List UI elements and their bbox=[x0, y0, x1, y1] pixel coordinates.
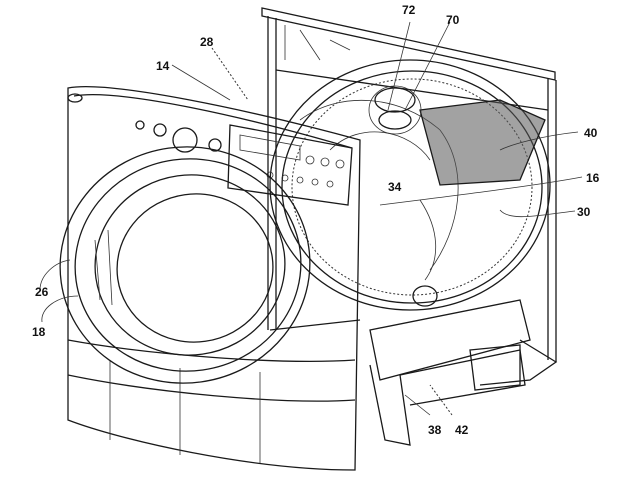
ref-label-16: 16 bbox=[586, 171, 600, 185]
ref-label-30: 30 bbox=[577, 205, 591, 219]
drum bbox=[269, 59, 551, 311]
ref-label-14: 14 bbox=[156, 59, 170, 73]
rear-cabinet-frame bbox=[261, 7, 558, 386]
leader-lines bbox=[39, 21, 583, 416]
ref-label-28: 28 bbox=[200, 35, 214, 49]
ref-label-70: 70 bbox=[446, 13, 460, 27]
ref-label-40: 40 bbox=[584, 126, 598, 140]
ref-label-38: 38 bbox=[428, 423, 442, 437]
ref-label-42: 42 bbox=[455, 423, 469, 437]
bottom-duct bbox=[369, 285, 531, 446]
heater-mesh bbox=[419, 99, 546, 186]
ref-label-18: 18 bbox=[32, 325, 46, 339]
ref-label-72: 72 bbox=[402, 3, 416, 17]
blower-housing bbox=[368, 85, 422, 135]
ref-label-26: 26 bbox=[35, 285, 49, 299]
door bbox=[59, 146, 311, 384]
ref-label-34: 34 bbox=[388, 180, 402, 194]
